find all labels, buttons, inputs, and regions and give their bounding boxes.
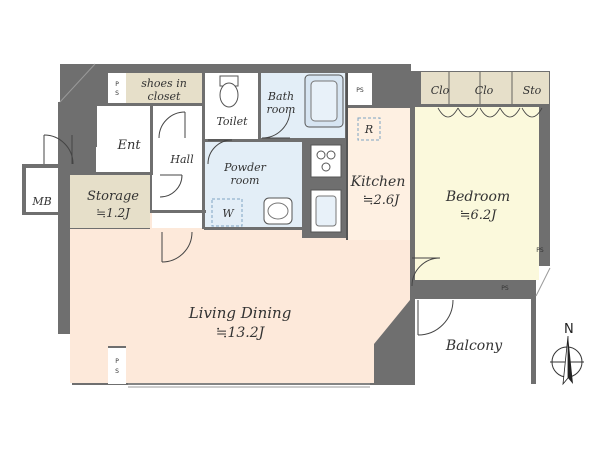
toilet-label: Toilet <box>216 115 248 128</box>
north-compass-icon: N <box>550 322 584 386</box>
hall-label: Hall <box>169 153 194 166</box>
doors <box>43 109 454 336</box>
compass-north-label: N <box>564 322 574 337</box>
shoes-closet-label-line2: closet <box>148 90 181 103</box>
fixtures <box>211 74 381 233</box>
kitchen-area-size: ≒2.6J <box>363 193 401 208</box>
storage-area-size: ≒1.2J <box>96 206 131 220</box>
bedroom-label: Bedroom <box>445 189 510 205</box>
hall-area <box>152 105 202 228</box>
ps-balcony-label: PS <box>501 285 509 292</box>
ps-column-top <box>108 73 126 105</box>
closet-doors <box>437 72 543 118</box>
entrance-label: Ent <box>116 138 141 153</box>
entrance-area <box>96 105 150 172</box>
ps-top-s: S <box>115 90 119 97</box>
storage-area <box>70 174 150 228</box>
living-dining-area-size: ≒13.2J <box>216 325 266 341</box>
living-dining-label: Living Dining <box>188 304 292 322</box>
powder-room-label-line2: room <box>231 174 260 187</box>
balcony-label: Balcony <box>445 338 503 354</box>
bedroom-area <box>415 107 539 280</box>
kitchen-label: Kitchen <box>350 174 406 190</box>
living-dining-area <box>70 110 410 383</box>
ps-bottom-s: S <box>115 368 119 375</box>
washer-label: W <box>222 207 235 220</box>
shoes-closet-area <box>126 73 204 105</box>
windows <box>59 63 551 388</box>
storage-label: Storage <box>87 189 139 204</box>
storage-shelf-label: Sto <box>523 84 542 97</box>
interior-walls <box>70 73 549 384</box>
balcony-area <box>419 298 531 384</box>
meter-box-label: MB <box>31 195 51 208</box>
shoes-closet-label: shoes in <box>141 77 187 90</box>
ps-column-bottom <box>108 348 126 384</box>
ps-top-p: P <box>115 81 119 88</box>
bedroom-area-size: ≒6.2J <box>460 208 498 223</box>
closet-strip <box>421 72 549 106</box>
fridge-label: R <box>364 123 373 136</box>
bath-label-line2: room <box>267 103 296 116</box>
ps-bottom-p: P <box>115 358 119 365</box>
ps-kitchen-label: PS <box>356 87 364 94</box>
ps-bedroom-label: PS <box>536 247 544 254</box>
powder-room-label: Powder <box>223 161 267 174</box>
ps-box-kitchen <box>348 73 372 105</box>
bath-label: Bath <box>267 90 294 103</box>
closet-1-label: Clo <box>431 84 450 97</box>
meter-box-area <box>26 168 58 212</box>
closet-2-label: Clo <box>475 84 494 97</box>
